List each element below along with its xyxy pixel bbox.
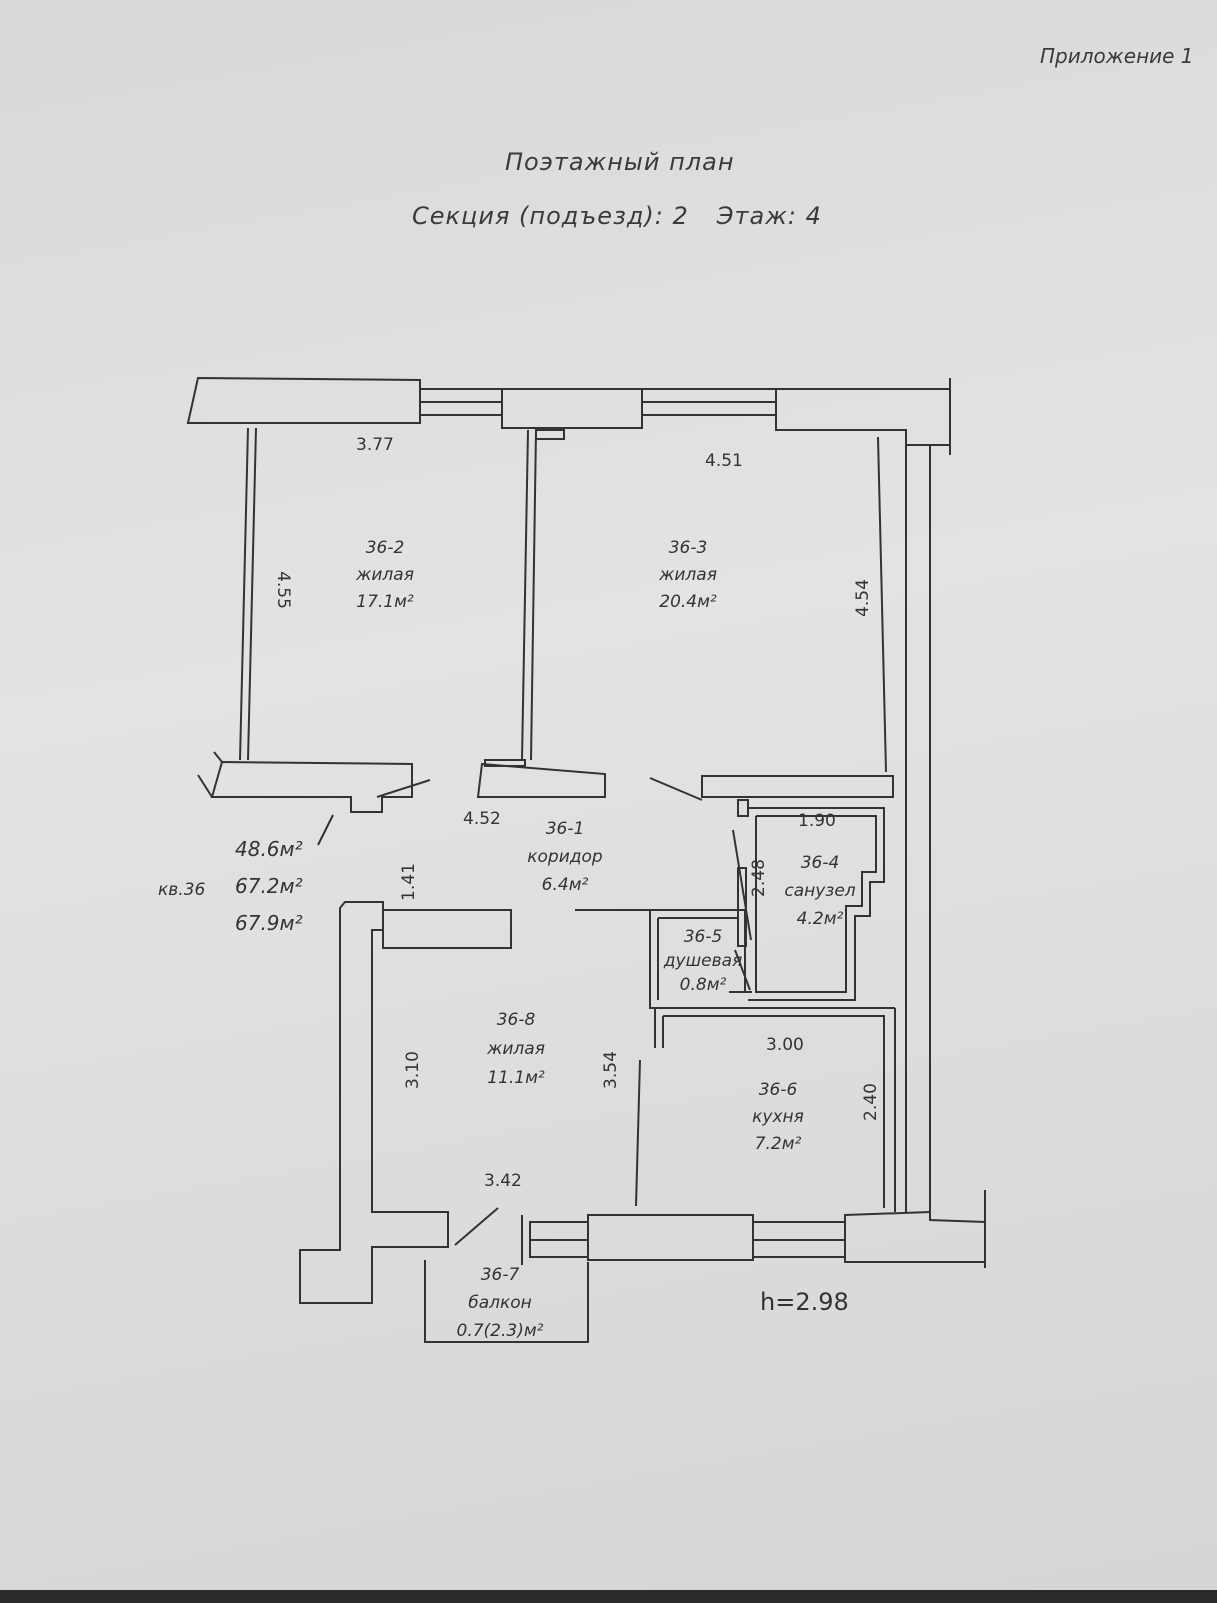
- room-3-id: 36-3: [669, 538, 708, 558]
- room-6-area: 7.2м²: [755, 1134, 802, 1154]
- room-4-type: санузел: [784, 881, 855, 901]
- dim-room-8-depth: 3.10: [403, 1051, 423, 1089]
- room-1-area: 6.4м²: [542, 875, 589, 895]
- room-8-area: 11.1м²: [487, 1068, 545, 1088]
- dim-room-3-width: 4.51: [705, 451, 743, 471]
- room-2-type: жилая: [355, 565, 414, 585]
- top-wall-mid: [501, 388, 643, 429]
- room-6-type: кухня: [752, 1107, 804, 1127]
- dim-kitchen-depth: 2.40: [861, 1083, 881, 1121]
- corridor-wall-left: [210, 760, 413, 813]
- floor-label: Этаж: 4: [716, 202, 822, 230]
- room-7-id: 36-7: [481, 1265, 520, 1285]
- apartment-area-total: 67.2м²: [235, 874, 303, 898]
- apartment-summary: 48.6м² кв.36 67.2м² 67.9м²: [158, 837, 303, 935]
- room-7-type: балкон: [468, 1293, 532, 1313]
- room-8-id: 36-8: [497, 1010, 536, 1030]
- partition-2-3: [521, 429, 529, 761]
- dim-corridor-depth: 1.41: [399, 863, 419, 901]
- room-5-type: душевая: [663, 951, 743, 971]
- dimension-labels: 3.77 4.55 4.51 4.54 4.52 1.41 1.90 2.48 …: [273, 435, 881, 1191]
- room-1-type: коридор: [527, 847, 603, 867]
- left-wall-room-2: [239, 427, 249, 761]
- top-wall-right: [775, 388, 951, 446]
- room-3-type: жилая: [658, 565, 717, 585]
- apartment-area-total-balcony: 67.9м²: [235, 911, 303, 935]
- dim-bath-depth: 2.48: [749, 859, 769, 897]
- corridor-wall-right: [701, 775, 894, 798]
- room-7-area: 0.7(2.3)м²: [457, 1321, 544, 1341]
- dim-room-2-width: 3.77: [356, 435, 394, 455]
- room-4-id: 36-4: [801, 853, 840, 873]
- apartment-label: кв.36: [158, 880, 206, 900]
- room-5-area: 0.8м²: [680, 975, 727, 995]
- room-4-area: 4.2м²: [797, 909, 844, 929]
- ceiling-height: h=2.98: [760, 1288, 849, 1316]
- walls: [186, 376, 986, 1343]
- dim-room-3-depth: 4.54: [853, 579, 873, 617]
- room-5-id: 36-5: [684, 927, 723, 947]
- room-6-id: 36-6: [759, 1080, 798, 1100]
- balcony-outline: [424, 1260, 589, 1343]
- dim-room-8-width: 3.42: [484, 1171, 522, 1191]
- dim-corridor-width: 4.52: [463, 809, 501, 829]
- corridor-wall-mid: [476, 762, 606, 798]
- apartment-area-living: 48.6м²: [235, 837, 303, 861]
- dim-room-8-depth-2: 3.54: [601, 1051, 621, 1089]
- dim-kitchen-width: 3.00: [766, 1035, 804, 1055]
- section-label: Секция (подъезд): 2: [412, 202, 689, 230]
- plan-title: Поэтажный план: [505, 148, 735, 176]
- section-floor-line: Секция (подъезд): 2 Этаж: 4: [412, 202, 822, 230]
- shower-walls: [650, 909, 746, 992]
- dim-bath-width: 1.90: [798, 811, 836, 831]
- top-wall-left: [186, 376, 421, 424]
- room-labels: 36-2 жилая 17.1м² 36-3 жилая 20.4м² 36-1…: [355, 538, 856, 1341]
- room-8-type: жилая: [486, 1039, 545, 1059]
- dim-room-2-depth: 4.55: [273, 571, 293, 609]
- room-2-area: 17.1м²: [356, 592, 414, 612]
- room-8-ledge: [382, 909, 512, 949]
- bath-wall: [737, 799, 749, 817]
- room-3-area: 20.4м²: [659, 592, 717, 612]
- room-1-id: 36-1: [546, 819, 585, 839]
- room-8-left-wall: [299, 901, 449, 1304]
- room-2-id: 36-2: [366, 538, 405, 558]
- appendix-label: Приложение 1: [1040, 44, 1194, 68]
- photo-edge: [0, 1590, 1217, 1603]
